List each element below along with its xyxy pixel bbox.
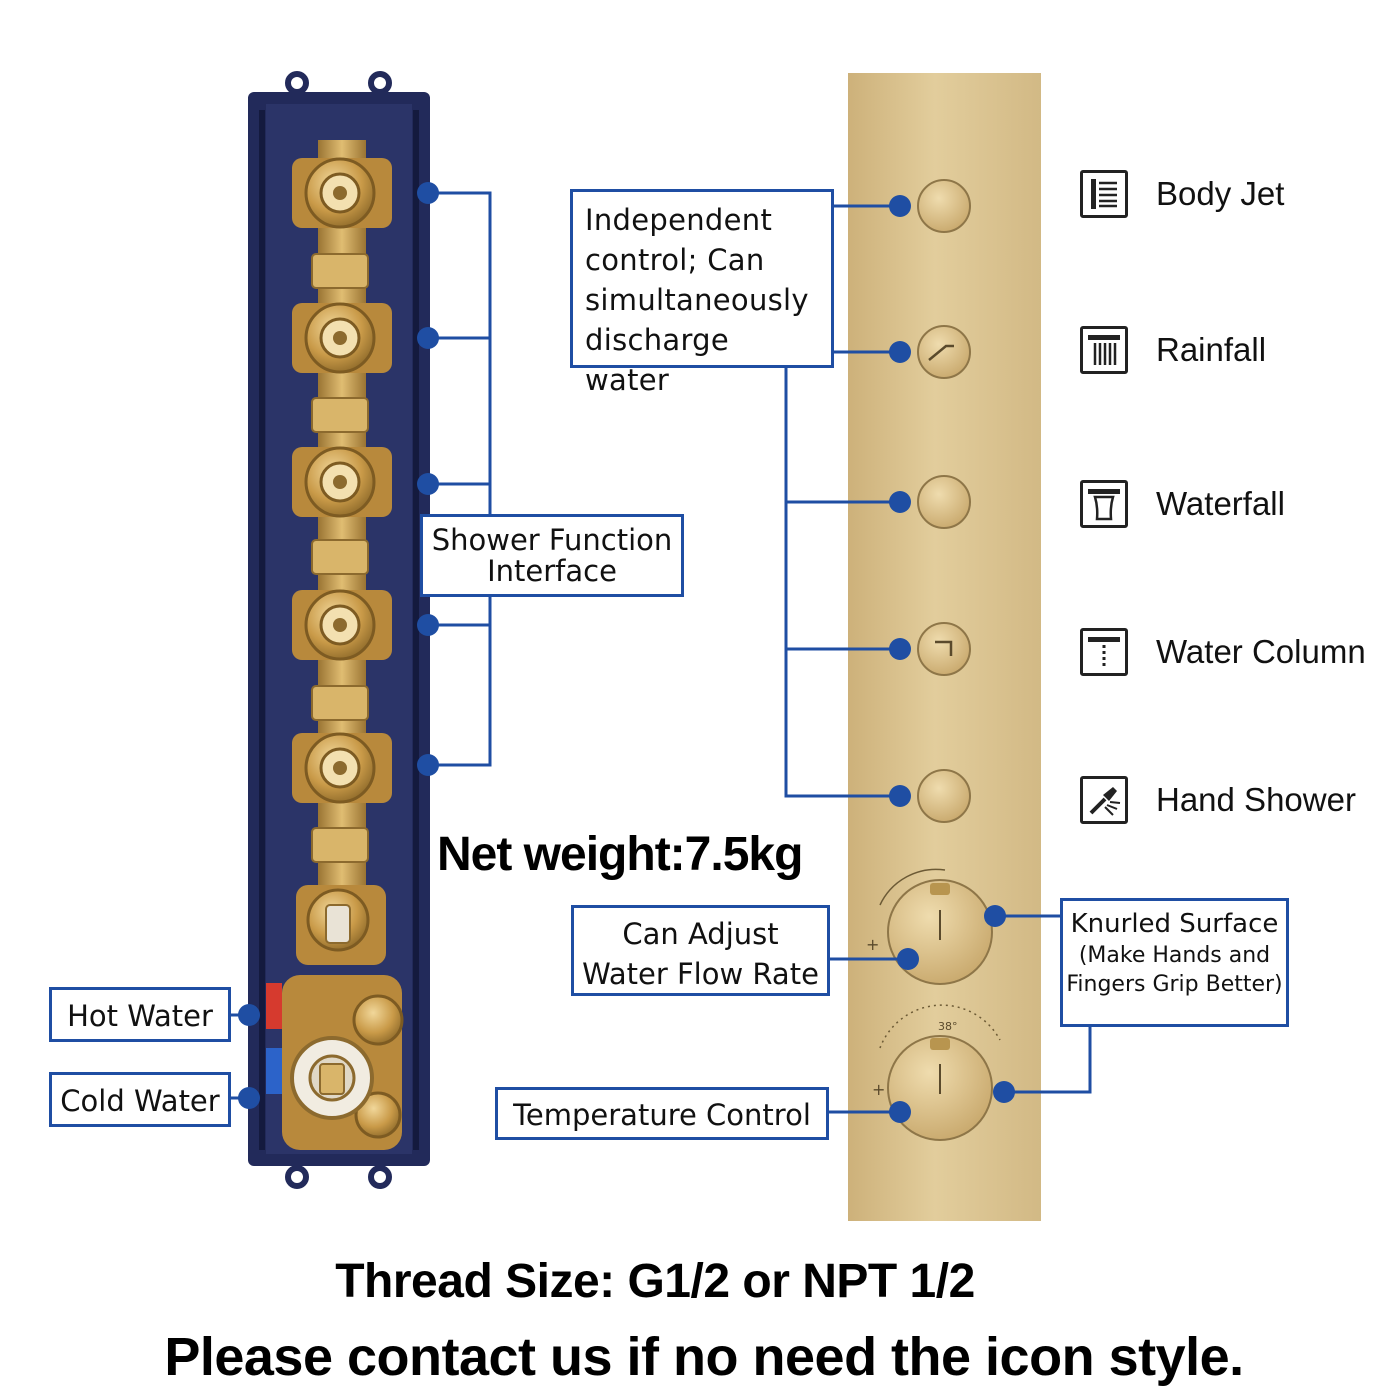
callout-line: Water Flow Rate	[582, 957, 819, 991]
contact-note-heading: Please contact us if no need the icon st…	[164, 1327, 1244, 1387]
callout-line: control; Can	[585, 243, 765, 277]
body-jet-icon	[1080, 170, 1128, 218]
function-label-body-jet: Body Jet	[1156, 175, 1285, 212]
water-column-button	[917, 622, 971, 676]
body-jet-button	[917, 179, 971, 233]
water-column-icon	[1080, 628, 1128, 676]
callout-line: simultaneously	[585, 283, 809, 317]
rainfall-icon	[1080, 326, 1128, 374]
hand-shower-icon	[1080, 776, 1128, 824]
leader-dots	[238, 182, 1015, 1123]
port-1	[292, 157, 392, 289]
callout-line: Temperature Control	[513, 1098, 811, 1132]
port-4	[292, 589, 392, 721]
control-panel: + + 38°	[848, 73, 1041, 1221]
hand-shower-button	[917, 769, 971, 823]
svg-text:+: +	[872, 1080, 885, 1099]
thread-size-heading: Thread Size: G1/2 or NPT 1/2	[335, 1255, 975, 1308]
temperature-control-callout: Temperature Control	[495, 1087, 829, 1140]
cold-water-callout: Cold Water	[49, 1072, 231, 1127]
valve-housing	[248, 71, 430, 1189]
knurled-surface-callout: Knurled Surface (Make Hands and Fingers …	[1060, 898, 1289, 1027]
callout-line: Can Adjust	[622, 917, 779, 951]
hot-water-callout: Hot Water	[49, 987, 231, 1042]
callout-line: Hot Water	[67, 999, 213, 1033]
callout-line: discharge water	[585, 323, 730, 397]
flow-cartridge	[296, 885, 386, 965]
adjust-flow-callout: Can Adjust Water Flow Rate	[571, 905, 830, 996]
callout-note: (Make Hands and	[1078, 943, 1271, 968]
callout-line: Shower Function	[431, 523, 673, 557]
callout-line: Independent	[585, 203, 773, 237]
net-weight-heading: Net weight:7.5kg	[437, 828, 803, 881]
waterfall-button	[917, 475, 971, 529]
shower-function-interface-callout: Shower Function Interface	[420, 514, 684, 597]
callout-title: Knurled Surface	[1070, 909, 1279, 939]
thermostatic-cartridge	[282, 975, 404, 1150]
callout-note: Fingers Grip Better)	[1066, 972, 1283, 997]
rainfall-button	[917, 325, 971, 379]
independent-control-callout: Independent control; Can simultaneously …	[570, 189, 834, 397]
hot-inlet-marker	[266, 983, 282, 1029]
port-5	[292, 732, 392, 863]
callout-line: Cold Water	[60, 1084, 220, 1118]
function-label-waterfall: Waterfall	[1156, 485, 1285, 522]
function-label-hand-shower: Hand Shower	[1156, 781, 1356, 818]
callout-line: Interface	[487, 554, 617, 588]
port-2	[292, 302, 392, 433]
svg-text:+: +	[866, 935, 879, 954]
waterfall-icon	[1080, 480, 1128, 528]
dial-marking: 38°	[938, 1020, 958, 1033]
cold-inlet-marker	[266, 1048, 282, 1094]
function-label-water-column: Water Column	[1156, 633, 1366, 670]
function-label-rainfall: Rainfall	[1156, 331, 1267, 368]
port-3	[292, 446, 392, 575]
